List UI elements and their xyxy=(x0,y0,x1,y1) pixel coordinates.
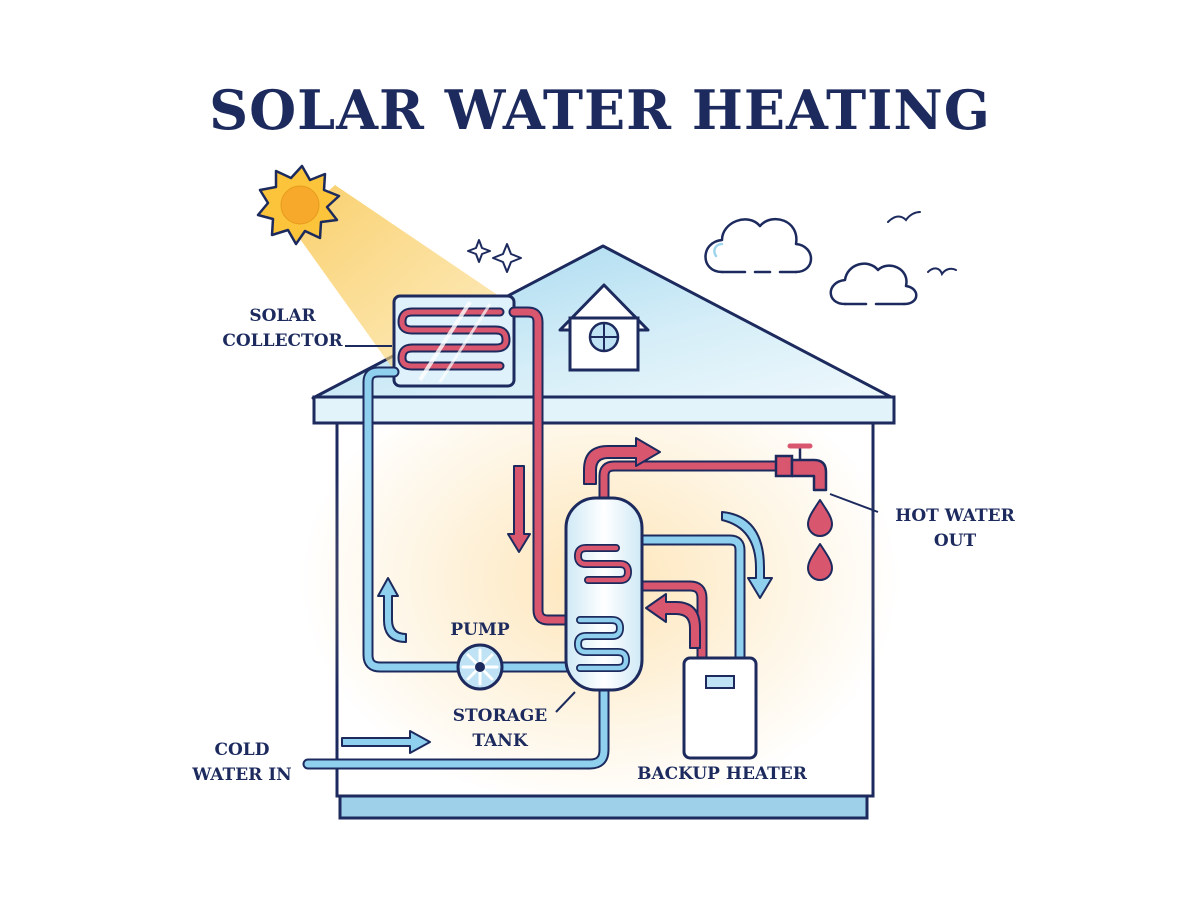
solar-collector xyxy=(392,294,516,388)
leader-lines xyxy=(345,345,879,713)
faucet-icon xyxy=(774,443,828,492)
hot-water-pipes xyxy=(508,306,796,666)
hot-water-out-label: HOT WATER OUT xyxy=(895,506,1015,551)
pump-icon xyxy=(456,643,504,691)
cold-water-pipes xyxy=(302,366,746,770)
arrow-icon xyxy=(341,437,773,754)
cold-water-in-label: COLD WATER IN xyxy=(192,740,292,785)
house-foundation xyxy=(338,794,869,820)
pump-label: PUMP xyxy=(450,620,510,640)
backup-heater xyxy=(682,656,758,760)
roof-eave xyxy=(312,395,896,425)
water-drop-icon xyxy=(807,499,833,581)
solar-collector-label: SOLAR COLLECTOR xyxy=(222,306,343,351)
diagram-title: SOLAR WATER HEATING xyxy=(209,78,991,142)
cloud-icon xyxy=(704,217,918,306)
sparkle-icon xyxy=(467,239,522,273)
sun-icon xyxy=(256,164,341,246)
attic-window xyxy=(558,283,650,372)
backup-heater-label: BACKUP HEATER xyxy=(637,764,807,784)
storage-tank xyxy=(564,496,644,692)
storage-tank-label: STORAGE TANK xyxy=(452,706,548,751)
bird-icon xyxy=(887,211,957,277)
